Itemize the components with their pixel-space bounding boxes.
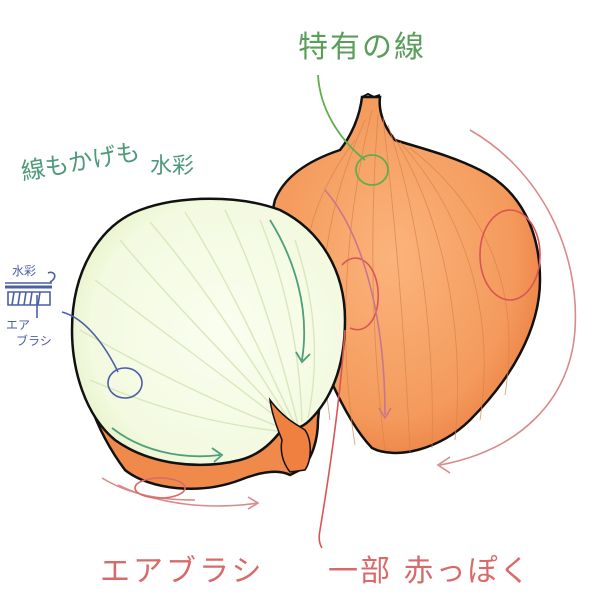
arrowhead-icon xyxy=(378,407,392,420)
unique-lines-circle xyxy=(355,154,389,186)
whole-onion-inner-arrow xyxy=(324,189,386,416)
label-brush-watercolor: 水彩 xyxy=(12,264,37,278)
cut-face-lines xyxy=(79,209,316,433)
whole-onion-outer-arrow xyxy=(439,129,577,466)
airbrush-pointer xyxy=(61,311,119,373)
label-unique-lines: 特有の線 xyxy=(298,30,426,65)
partly-reddish-pointer xyxy=(318,329,346,549)
label-airbrush: エアブラシ xyxy=(100,554,265,589)
airbrush-arrow-2 xyxy=(117,484,259,507)
airbrush-circle xyxy=(107,367,143,399)
label-brush-brush: ブラシ xyxy=(16,334,52,348)
onion-root xyxy=(268,397,311,473)
reddish-area-right xyxy=(479,209,541,301)
arrowhead-icon xyxy=(211,447,224,463)
reddish-area-left xyxy=(341,257,379,331)
brush-legend-icon xyxy=(5,271,56,318)
cut-face-arrow-right xyxy=(269,219,306,361)
label-brush-air: エア xyxy=(6,318,31,332)
cut-onion xyxy=(70,197,347,490)
airbrush-circle-bottom xyxy=(134,477,186,499)
cut-face-arrow-bottom xyxy=(111,427,221,458)
unique-lines-pointer xyxy=(317,74,366,161)
arrowhead-icon xyxy=(436,456,451,474)
arrowhead-icon xyxy=(295,351,311,364)
onion-tip xyxy=(361,92,381,99)
label-watercolor: 水彩 xyxy=(150,154,195,179)
label-partly-reddish: 一部 赤っぽく xyxy=(328,554,532,589)
arrowhead-icon xyxy=(247,496,260,510)
